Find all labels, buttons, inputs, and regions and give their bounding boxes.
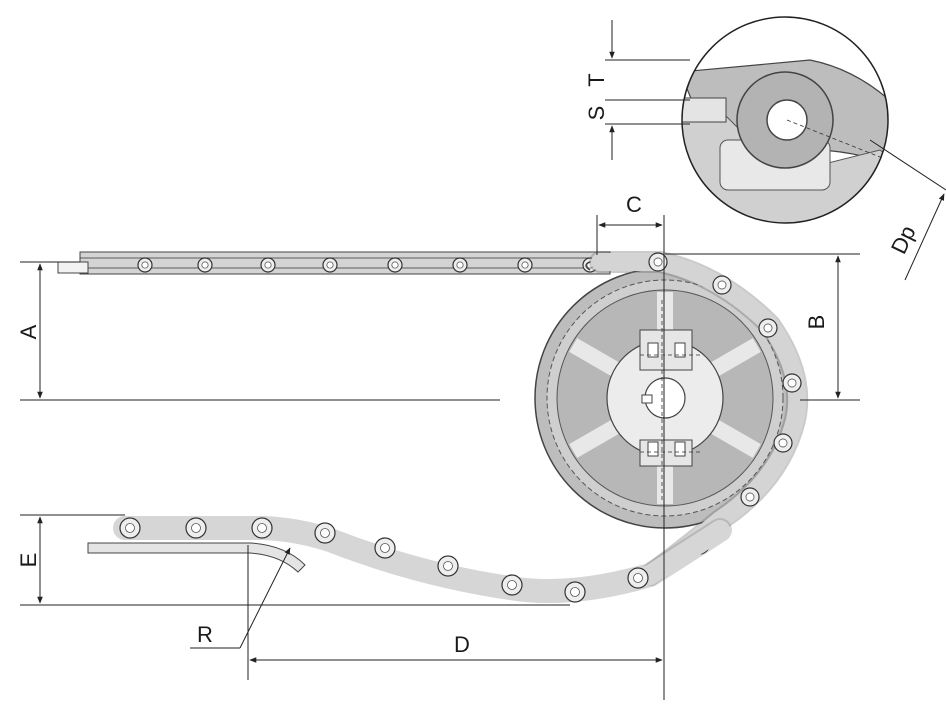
top-chain-pin-hole (201, 261, 209, 269)
wrap-chain-pin-hole (778, 438, 788, 448)
dimension-a: A (16, 261, 500, 401)
label-d: D (454, 632, 470, 657)
dimension-c: C (596, 192, 665, 700)
label-e: E (16, 553, 41, 568)
wrap-chain-pin-hole (787, 378, 797, 388)
lower-chain-pin-hole (507, 580, 517, 590)
drum-spoke (569, 420, 619, 458)
label-a: A (16, 324, 41, 339)
dimension-dp: Dp (869, 139, 946, 281)
dimension-s-t: T S (584, 20, 690, 160)
lower-chain-run (87, 516, 732, 603)
label-r: R (197, 622, 213, 647)
dimension-b: B (665, 253, 860, 401)
dimension-e: E (16, 514, 570, 606)
wrap-chain-pin-hole (717, 280, 727, 290)
label-c: C (626, 192, 642, 217)
wrap-chain-pin-hole (745, 492, 755, 502)
label-dp: Dp (886, 222, 921, 258)
top-chain-pin-hole (456, 261, 464, 269)
wrap-chain-pin-hole (763, 323, 773, 333)
lower-chain-pin-hole (191, 523, 201, 533)
top-chain-pin-hole (391, 261, 399, 269)
top-chain-pin-hole (521, 261, 529, 269)
lower-chain-pin-hole (257, 523, 267, 533)
lower-chain-pin-hole (320, 528, 330, 538)
guide-plate (87, 542, 306, 573)
lower-chain-pin-hole (380, 543, 390, 553)
top-chain-run (57, 251, 611, 275)
drum-wheel (534, 267, 796, 529)
top-chain-pin-hole (141, 261, 149, 269)
label-s: S (584, 106, 609, 121)
lower-chain-pin-hole (125, 523, 135, 533)
drum-spoke (711, 420, 761, 458)
zoom-detail (681, 16, 889, 224)
lower-chain-pin-hole (633, 573, 643, 583)
drum-spoke (569, 338, 619, 376)
lower-chain-pin-hole (570, 587, 580, 597)
label-t: T (584, 73, 609, 86)
drum-spoke (711, 338, 761, 376)
dimension-d: D (247, 545, 663, 680)
top-chain-pin-hole (326, 261, 334, 269)
dimension-r: R (190, 547, 291, 649)
wrap-chain-pin-hole (653, 257, 663, 267)
label-b: B (804, 315, 829, 330)
top-chain-pin-hole (264, 261, 272, 269)
lower-chain-pin-hole (443, 561, 453, 571)
